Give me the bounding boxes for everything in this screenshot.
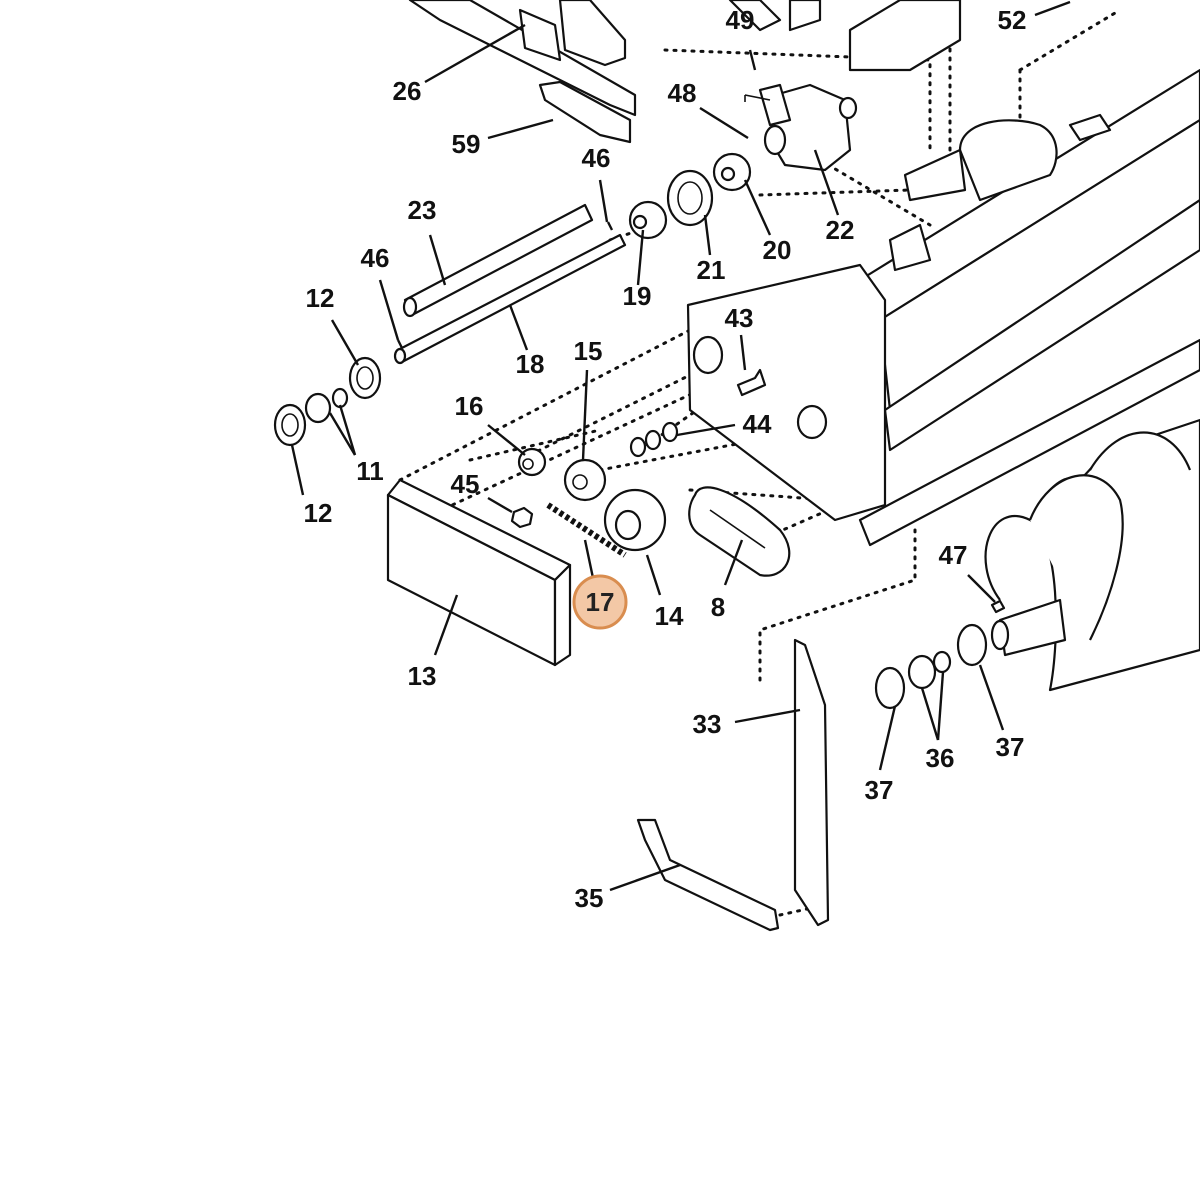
washers-44 [629, 421, 679, 458]
callout-47[interactable]: 47 [939, 540, 968, 570]
shield-part [848, 0, 962, 72]
bearing-flange-12a [348, 356, 382, 400]
callout-21[interactable]: 21 [697, 255, 726, 285]
key-47 [990, 599, 1006, 614]
callout-labels: 49 52 26 48 59 46 23 22 20 21 46 19 12 1… [304, 5, 1027, 913]
callout-46-lower[interactable]: 46 [361, 243, 390, 273]
callout-18[interactable]: 18 [516, 349, 545, 379]
belt-guard-8 [688, 486, 791, 577]
callout-11[interactable]: 11 [356, 456, 384, 486]
callout-16[interactable]: 16 [455, 391, 484, 421]
blower-housing [858, 68, 1200, 547]
frame-bracket-26 [408, 0, 822, 144]
sprocket-16 [517, 447, 547, 477]
callout-19[interactable]: 19 [623, 281, 652, 311]
bearing-flange-37a [874, 666, 906, 710]
callout-20[interactable]: 20 [763, 235, 792, 265]
callout-23[interactable]: 23 [408, 195, 437, 225]
callout-26[interactable]: 26 [393, 76, 422, 106]
callout-12-lower[interactable]: 12 [304, 498, 333, 528]
bearing-36 [907, 650, 952, 690]
callout-12-upper[interactable]: 12 [306, 283, 335, 313]
sprocket-15 [563, 458, 607, 502]
callout-48[interactable]: 48 [668, 78, 697, 108]
callout-36[interactable]: 36 [926, 743, 955, 773]
callout-37-right[interactable]: 37 [996, 732, 1025, 762]
callout-43[interactable]: 43 [725, 303, 754, 333]
brace-33 [793, 638, 830, 927]
shaft-23 [402, 203, 594, 318]
callout-17[interactable]: 17 [586, 587, 615, 617]
callout-13[interactable]: 13 [408, 661, 437, 691]
auger [984, 418, 1200, 692]
nut-45 [510, 506, 534, 529]
bearing-11 [304, 387, 349, 424]
chain-17 [546, 502, 627, 558]
callout-14[interactable]: 14 [655, 601, 684, 631]
gearbox-22 [744, 83, 858, 172]
cover-13 [386, 478, 572, 667]
sprocket-14 [603, 488, 667, 552]
callout-15[interactable]: 15 [574, 336, 603, 366]
callout-49[interactable]: 49 [726, 5, 755, 35]
callout-46-upper[interactable]: 46 [582, 143, 611, 173]
highlight-circle [572, 574, 628, 630]
callout-52[interactable]: 52 [998, 5, 1027, 35]
strap-35 [636, 818, 780, 932]
bearing-flange-12b [273, 403, 307, 447]
shaft-18 [393, 233, 627, 365]
side-plate [686, 263, 887, 522]
callout-59[interactable]: 59 [452, 129, 481, 159]
callout-33[interactable]: 33 [693, 709, 722, 739]
callout-35[interactable]: 35 [575, 883, 604, 913]
callout-8[interactable]: 8 [711, 592, 725, 622]
callout-22[interactable]: 22 [826, 215, 855, 245]
sprocket-19 [628, 200, 668, 240]
callout-37-left[interactable]: 37 [865, 775, 894, 805]
pins-46 [396, 221, 614, 349]
sprocket-20 [712, 152, 752, 192]
callout-45[interactable]: 45 [451, 469, 480, 499]
bolt-43 [736, 368, 767, 397]
leader-lines [290, 0, 1071, 892]
callout-44[interactable]: 44 [743, 409, 772, 439]
bearing-flange-37b [956, 623, 988, 667]
sprocket-21 [666, 169, 714, 227]
